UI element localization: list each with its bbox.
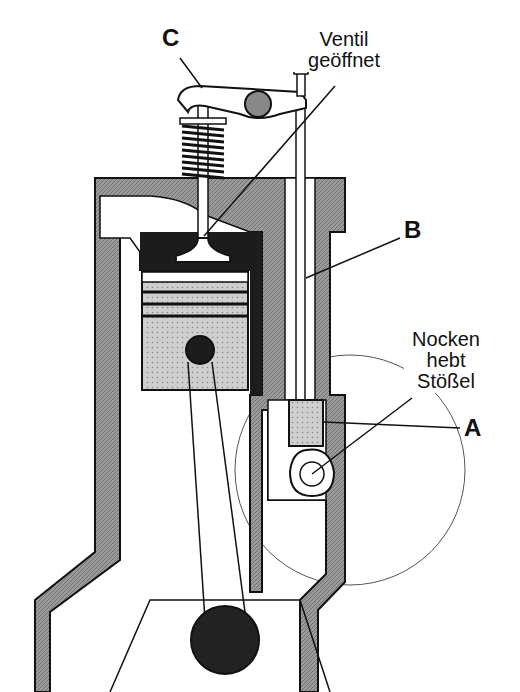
part-letter: B <box>402 216 436 243</box>
valve-spring <box>182 126 224 178</box>
leader-lines <box>180 58 460 474</box>
part-letter: C <box>160 24 194 51</box>
part-letter: A <box>462 414 496 441</box>
spring-coil <box>182 156 224 160</box>
part-caption: Ventil geöffnet <box>292 28 396 72</box>
spring-coil <box>182 132 224 136</box>
spring-coil <box>182 126 224 130</box>
cylinder-wall <box>140 232 262 395</box>
tappet <box>289 400 323 446</box>
crankshaft <box>191 606 259 674</box>
spring-retainer <box>180 118 226 124</box>
pushrod <box>296 100 305 405</box>
rocker-arm <box>178 66 308 118</box>
piston <box>142 272 248 390</box>
part-caption: Nocken hebt Stößel <box>404 328 488 393</box>
spring-coil <box>182 168 224 172</box>
crank-web <box>110 600 330 692</box>
valve <box>176 100 230 262</box>
spring-coil <box>182 138 224 142</box>
camshaft <box>290 449 334 496</box>
spring-coil <box>182 144 224 148</box>
connecting-rod <box>188 362 245 620</box>
spring-coil <box>182 150 224 154</box>
spring-coil <box>182 162 224 166</box>
spring-coil <box>182 174 224 178</box>
